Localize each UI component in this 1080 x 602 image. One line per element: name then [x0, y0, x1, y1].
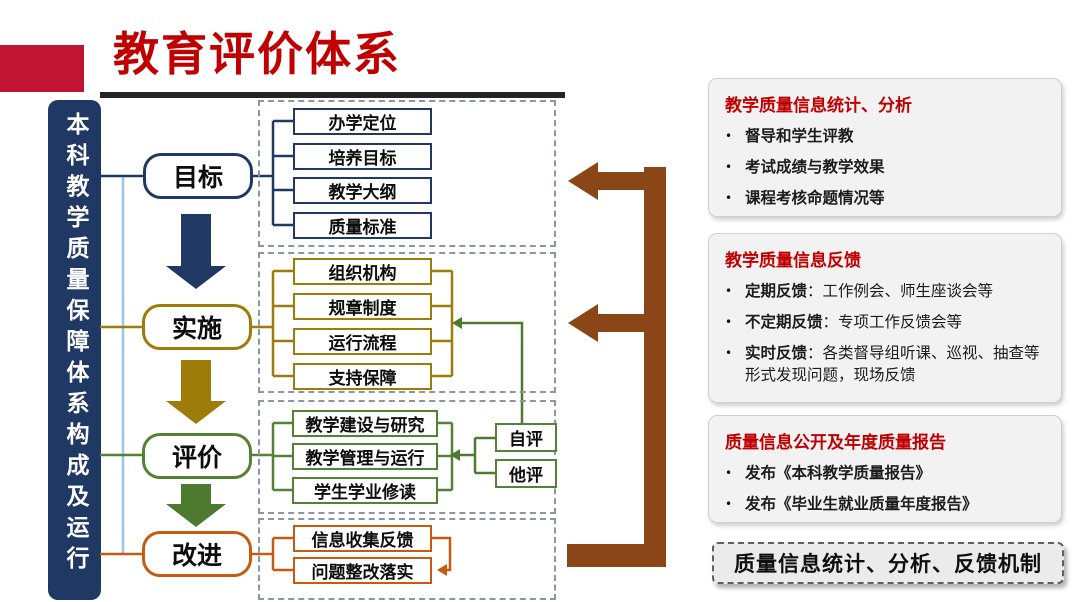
stage-improvement: 改进	[142, 531, 252, 577]
list-item: •实时反馈：各类督导组听课、巡视、抽查等形式发现问题，现场反馈	[725, 344, 1040, 384]
list-item: • 发布《本科教学质量报告》	[725, 462, 1051, 484]
red-accent-block	[0, 45, 84, 92]
bullet-icon: •	[725, 284, 733, 298]
down-arrow-evaluation-improvement	[166, 484, 226, 527]
implementation-item-0: 组织机构	[293, 258, 432, 285]
page-title: 教育评价体系	[113, 27, 401, 81]
goal-item-1: 培养目标	[293, 143, 432, 170]
self-peer-bracket-arrow	[450, 436, 495, 475]
bullet-icon: •	[725, 466, 733, 480]
title-underline	[100, 92, 565, 98]
bullet-text: 实时反馈	[745, 344, 808, 362]
stage-goal-label: 目标	[172, 163, 223, 192]
sidebar-label: 本科教学质量保障体系构成及运行	[62, 112, 88, 577]
bullet-text: 不定期反馈	[745, 313, 823, 331]
list-item: • 督导和学生评教	[725, 125, 1051, 147]
bullet-icon: •	[725, 346, 733, 360]
list-item: • 考试成绩与教学效果	[725, 156, 1051, 178]
implementation-item-2: 运行流程	[293, 328, 432, 355]
panel-quality-feedback: 教学质量信息反馈 •定期反馈：工作例会、师生座谈会等 •不定期反馈：专项工作反馈…	[708, 233, 1062, 403]
panel-quality-statistics: 教学质量信息统计、分析 • 督导和学生评教 • 考试成绩与教学效果 • 课程考核命题情…	[708, 78, 1062, 217]
self-eval-riser-arrow	[452, 317, 524, 423]
goal-item-0: 办学定位	[293, 108, 432, 135]
bullet-text: 考试成绩与教学效果	[745, 158, 885, 176]
goal-group-outline	[258, 100, 556, 247]
evaluation-item-1: 教学管理与运行	[292, 443, 438, 470]
evaluation-brackets	[252, 421, 454, 492]
goal-item-2: 教学大纲	[293, 177, 432, 204]
list-item: •不定期反馈：专项工作反馈会等	[725, 313, 963, 331]
bullet-text: 定期反馈	[745, 282, 808, 300]
down-arrow-goal-implementation	[166, 214, 226, 289]
row-stubs	[100, 174, 143, 556]
bullet-icon: •	[725, 129, 733, 143]
improvement-item-1: 问题整改落实	[293, 557, 432, 584]
implementation-item-1: 规章制度	[293, 293, 432, 320]
improvement-item-0: 信息收集反馈	[293, 525, 432, 552]
stage-implementation-label: 实施	[171, 314, 222, 343]
stage-improvement-label: 改进	[171, 541, 222, 570]
implementation-item-3: 支持保障	[293, 363, 432, 390]
implementation-group-outline	[258, 252, 556, 393]
panel-quality-feedback-title: 教学质量信息反馈	[725, 251, 861, 271]
stage-evaluation: 评价	[142, 433, 252, 479]
bullet-icon: •	[725, 191, 733, 205]
goal-item-3: 质量标准	[293, 212, 432, 239]
bullet-text: 督导和学生评教	[745, 127, 854, 145]
goal-bracket	[253, 119, 293, 227]
panel-quality-statistics-title: 教学质量信息统计、分析	[725, 96, 912, 116]
evaluation-item-2: 学生学业修读	[292, 477, 438, 504]
bullet-text: 课程考核命题情况等	[745, 189, 885, 207]
panel-quality-reports: 质量信息公开及年度质量报告 • 发布《本科教学质量报告》 • 发布《毕业生就业质量年…	[708, 415, 1062, 523]
improvement-bracket-loop	[252, 536, 452, 576]
sidebar-vertical-banner: 本科教学质量保障体系构成及运行	[48, 100, 101, 600]
bullet-icon: •	[725, 497, 733, 511]
list-item: •定期反馈：工作例会、师生座谈会等	[725, 282, 994, 300]
bullet-text: 发布《毕业生就业质量年度报告》	[745, 495, 978, 513]
evaluation-item-0: 教学建设与研究	[292, 410, 438, 437]
improvement-group-outline	[258, 518, 556, 600]
bullet-icon: •	[725, 160, 733, 174]
bullet-icon: •	[725, 315, 733, 329]
big-feedback-arrow	[567, 162, 666, 567]
peer-eval-box: 他评	[495, 459, 557, 488]
stage-goal: 目标	[143, 153, 253, 199]
down-arrow-implementation-evaluation	[166, 360, 226, 424]
stage-implementation: 实施	[142, 304, 252, 350]
bullet-text: 发布《本科教学质量报告》	[745, 464, 932, 482]
footer-badge: 质量信息统计、分析、反馈机制	[712, 542, 1064, 584]
list-item: • 课程考核命题情况等	[725, 187, 1051, 209]
panel-quality-reports-title: 质量信息公开及年度质量报告	[725, 433, 946, 453]
evaluation-group-outline	[258, 400, 556, 514]
implementation-brackets	[252, 269, 454, 378]
self-eval-box: 自评	[495, 423, 557, 452]
list-item: • 发布《毕业生就业质量年度报告》	[725, 493, 1051, 515]
stage-evaluation-label: 评价	[171, 443, 222, 472]
